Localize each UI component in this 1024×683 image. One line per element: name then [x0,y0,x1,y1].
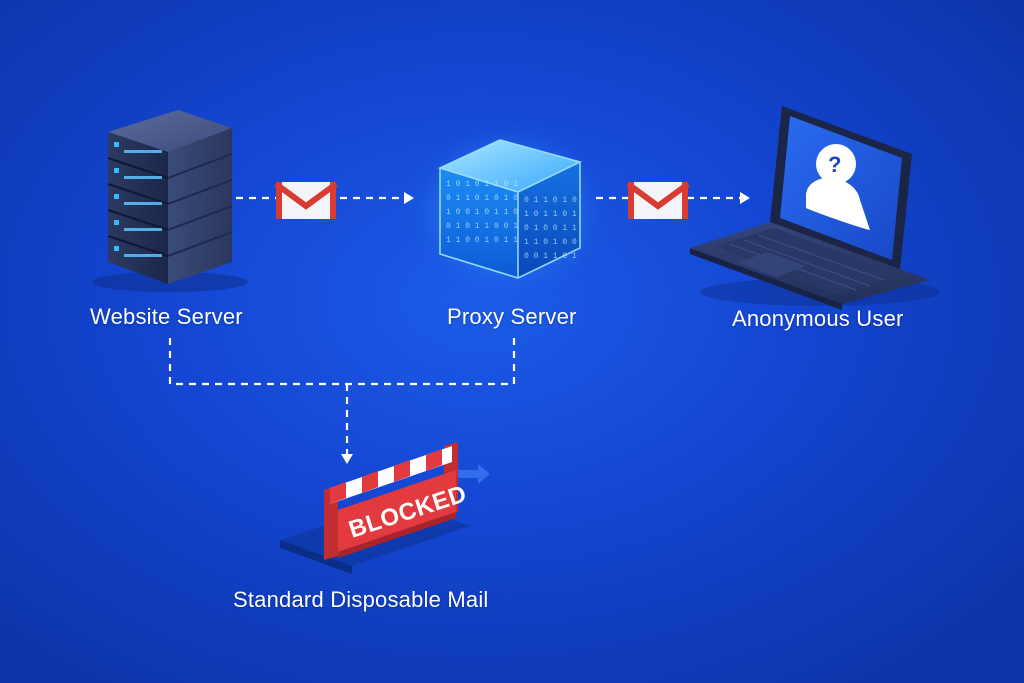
svg-text:1 0 0 1 0 1 1 0: 1 0 0 1 0 1 1 0 [446,208,518,217]
mail-envelope-icon [274,181,338,219]
svg-text:1 0 1 0 1 1 0 1: 1 0 1 0 1 1 0 1 [446,180,518,189]
svg-text:1 1 0 0 1 0 1 1: 1 1 0 0 1 0 1 1 [446,236,518,245]
connector-to-disposable-mail [168,338,516,456]
proxy-server-label: Proxy Server [447,304,577,329]
blocked-barrier-icon [280,442,490,574]
mail-envelope-icon-2 [626,181,690,219]
question-mark-icon: ? [828,152,841,177]
server-rack-icon [92,110,248,292]
laptop-anonymous-user-icon: ? [690,106,940,310]
svg-text:0 1 0 0 1 1: 0 1 0 0 1 1 [524,224,577,233]
svg-text:0 1 1 0 1 0: 0 1 1 0 1 0 [524,196,577,205]
anonymous-user-silhouette [806,144,870,230]
website-server-label: Website Server [90,304,243,329]
data-cube-icon: 1 0 1 0 1 1 0 1 0 1 1 0 1 0 1 0 1 0 0 1 … [398,115,618,305]
svg-text:0 1 1 0 1 0 1 0: 0 1 1 0 1 0 1 0 [446,194,518,203]
disposable-mail-label: Standard Disposable Mail [233,587,489,612]
svg-text:0 0 1 1 0 1: 0 0 1 1 0 1 [524,252,577,261]
svg-text:1 1 0 1 0 0: 1 1 0 1 0 0 [524,238,577,247]
svg-text:0 1 0 1 1 0 0 1: 0 1 0 1 1 0 0 1 [446,222,518,231]
anonymous-user-label: Anonymous User [732,306,904,331]
arrowhead-to-mail [341,454,353,464]
arrowhead-to-proxy [404,192,414,204]
arrowhead-to-user [740,192,750,204]
svg-text:1 0 1 1 0 1: 1 0 1 1 0 1 [524,210,577,219]
